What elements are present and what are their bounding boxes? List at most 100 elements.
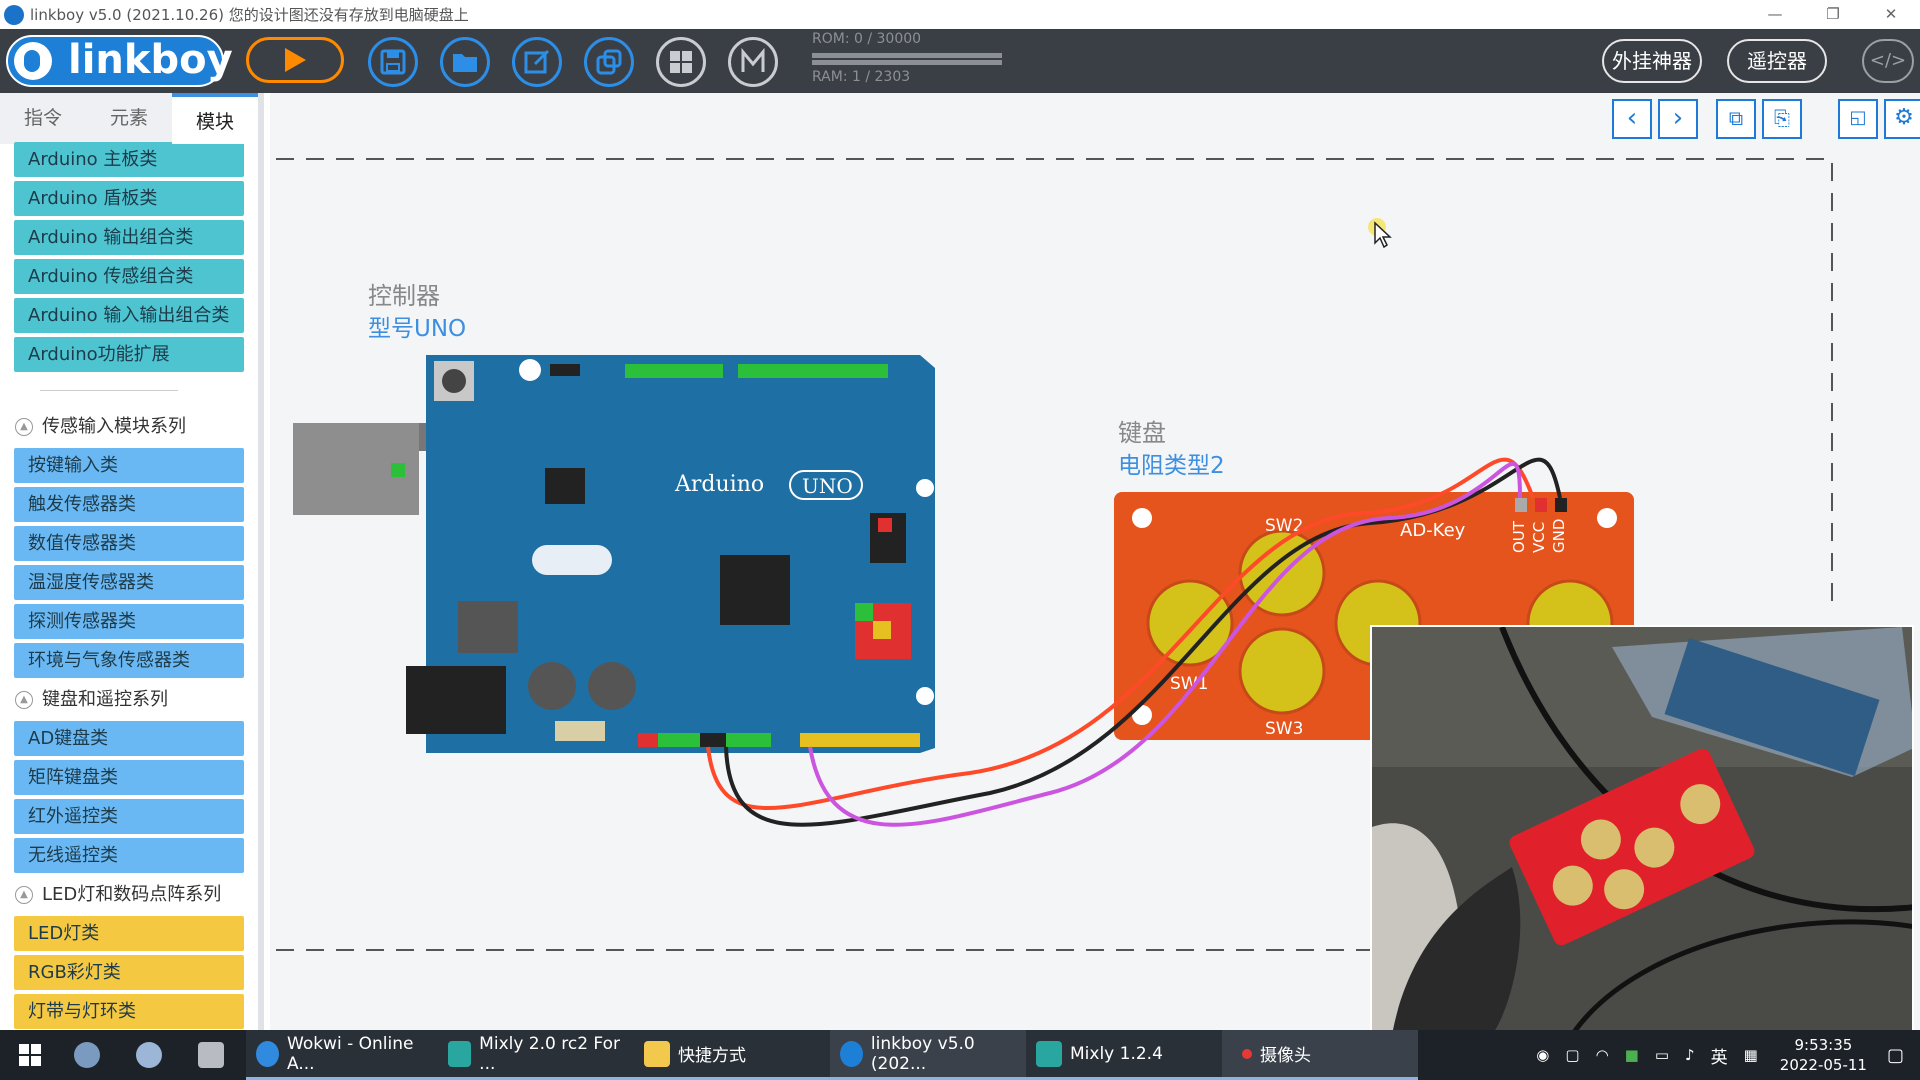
rom-usage: ROM: 0 / 30000 <box>812 31 922 47</box>
system-tray: ◉ ▢ ◠ ■ ▭ ♪ 英 ▦ 9:53:35 2022-05-11 ▢ <box>1528 1030 1920 1080</box>
ime-indicator[interactable]: 英 <box>1710 1047 1728 1068</box>
windows-icon <box>19 1044 41 1066</box>
group-led[interactable]: ▲LED灯和数码点阵系列 <box>0 877 258 912</box>
run-button[interactable] <box>246 37 344 83</box>
taskbar-item-camera[interactable]: 摄像头 <box>1222 1030 1418 1080</box>
prev-button[interactable]: ‹ <box>1612 99 1652 139</box>
taskbar-label: 摄像头 <box>1260 1046 1311 1066</box>
taskbar-item-mixly2[interactable]: Mixly 2.0 rc2 For ... <box>438 1030 634 1080</box>
pinned-app-1[interactable] <box>60 1030 122 1080</box>
export-button[interactable] <box>584 37 634 87</box>
clock[interactable]: 9:53:35 2022-05-11 <box>1780 1035 1867 1075</box>
taskbar-item-mixly1[interactable]: Mixly 1.2.4 <box>1026 1030 1222 1080</box>
arduino-uno-board[interactable]: Arduino UNO <box>293 355 935 753</box>
volume-icon[interactable]: ♪ <box>1685 1046 1695 1064</box>
battery-icon[interactable]: ▭ <box>1654 1046 1670 1064</box>
collapse-icon: ▲ <box>15 886 33 904</box>
export-image-button[interactable]: ⎘ <box>1762 99 1802 139</box>
controller-model: 型号UNO <box>368 316 467 342</box>
app-icon <box>136 1042 162 1068</box>
category-item[interactable]: AD键盘类 <box>14 721 244 756</box>
tab-instructions[interactable]: 指令 <box>23 107 62 129</box>
clock-date: 2022-05-11 <box>1779 1056 1867 1074</box>
module-sidebar: 指令 元素 模块 Arduino 主板类 Arduino 盾板类 Arduino… <box>0 93 264 1030</box>
category-item[interactable]: Arduino 主板类 <box>14 142 244 177</box>
group-keyboard[interactable]: ▲键盘和遥控系列 <box>0 682 258 717</box>
board-model: UNO <box>802 474 853 498</box>
code-view-button[interactable]: </> <box>1862 39 1914 83</box>
window-icon[interactable]: ▢ <box>1565 1046 1580 1064</box>
pinned-calculator[interactable] <box>184 1030 246 1080</box>
logo-text: linkboy <box>68 37 233 83</box>
start-button[interactable] <box>0 1030 60 1080</box>
save-button[interactable] <box>368 37 418 87</box>
wire-gnd[interactable] <box>724 457 1562 827</box>
remote-control-button[interactable]: 遥控器 <box>1727 39 1827 83</box>
canvas-tools: ⧉ ⎘ <box>1716 99 1802 139</box>
memory-usage: ROM: 0 / 30000 RAM: 1 / 2303 <box>812 31 1012 85</box>
ram-bar <box>812 60 1002 65</box>
category-item[interactable]: 按键输入类 <box>14 448 244 483</box>
folder-icon <box>453 54 477 72</box>
next-button[interactable]: › <box>1658 99 1698 139</box>
adkey-pin-out: OUT <box>1510 520 1528 553</box>
wifi-icon[interactable]: ◠ <box>1595 1046 1609 1064</box>
category-item[interactable]: 红外遥控类 <box>14 799 244 834</box>
taskbar-item-shortcuts[interactable]: 快捷方式 <box>634 1030 830 1080</box>
m-button[interactable] <box>728 37 778 87</box>
tab-modules[interactable]: 模块 <box>172 93 258 144</box>
collapse-icon: ▲ <box>15 691 33 709</box>
app-icon <box>74 1042 100 1068</box>
taskbar-item-wokwi[interactable]: Wokwi - Online A... <box>246 1030 438 1080</box>
category-item[interactable]: Arduino 输入输出组合类 <box>14 298 244 333</box>
calculator-icon <box>198 1042 224 1068</box>
category-item[interactable]: 触发传感器类 <box>14 487 244 522</box>
board-brand: Arduino <box>674 472 764 497</box>
category-item[interactable]: 灯带与灯环类 <box>14 994 244 1029</box>
category-item[interactable]: RGB彩灯类 <box>14 955 244 990</box>
ram-usage: RAM: 1 / 2303 <box>812 69 911 85</box>
key-label-sw3: SW3 <box>1265 719 1303 739</box>
pinned-app-2[interactable] <box>122 1030 184 1080</box>
settings-button[interactable]: ⚙ <box>1884 99 1920 139</box>
module-grid-button[interactable] <box>656 37 706 87</box>
mouse-cursor-icon <box>1368 218 1392 249</box>
grid-icon <box>670 51 692 73</box>
category-item[interactable]: 温湿度传感器类 <box>14 565 244 600</box>
category-item[interactable]: 无线遥控类 <box>14 838 244 873</box>
keyboard-label: 键盘 <box>1118 419 1166 447</box>
category-item[interactable]: Arduino 传感组合类 <box>14 259 244 294</box>
plugin-button[interactable]: 外挂神器 <box>1602 39 1702 83</box>
category-item[interactable]: LED灯类 <box>14 916 244 951</box>
open-button[interactable] <box>440 37 490 87</box>
category-item[interactable]: Arduino 盾板类 <box>14 181 244 216</box>
close-button[interactable]: ✕ <box>1884 5 1898 23</box>
taskbar-label: 快捷方式 <box>678 1046 746 1066</box>
category-item[interactable]: 数值传感器类 <box>14 526 244 561</box>
tab-elements[interactable]: 元素 <box>109 107 148 129</box>
category-item[interactable]: 探测传感器类 <box>14 604 244 639</box>
arduino-category-list: Arduino 主板类 Arduino 盾板类 Arduino 输出组合类 Ar… <box>0 142 258 372</box>
edit-button[interactable] <box>512 37 562 87</box>
controller-label: 控制器 <box>368 282 440 310</box>
category-item[interactable]: Arduino功能扩展 <box>14 337 244 372</box>
notification-icon[interactable]: ▢ <box>1886 1044 1904 1066</box>
layers-button[interactable]: ⧉ <box>1716 99 1756 139</box>
category-item[interactable]: 环境与气象传感器类 <box>14 643 244 678</box>
window-title: linkboy v5.0 (2021.10.26) 您的设计图还没有存放到电脑硬… <box>30 6 469 24</box>
taskbar-item-linkboy[interactable]: linkboy v5.0 (202... <box>830 1030 1026 1080</box>
group-sensor[interactable]: ▲传感输入模块系列 <box>0 409 258 444</box>
fit-view-button[interactable]: ◱ <box>1838 99 1878 139</box>
gpu-icon[interactable]: ■ <box>1624 1046 1639 1064</box>
wire-signal[interactable] <box>808 461 1522 827</box>
minimize-button[interactable]: — <box>1767 5 1783 23</box>
key-label-sw2: SW2 <box>1265 516 1303 536</box>
taskbar-label: linkboy v5.0 (202... <box>870 1033 975 1074</box>
keyboard-icon[interactable]: ▦ <box>1743 1046 1758 1064</box>
category-item[interactable]: Arduino 输出组合类 <box>14 220 244 255</box>
category-item[interactable]: 矩阵键盘类 <box>14 760 244 795</box>
canvas-nav: ‹ › <box>1612 99 1698 139</box>
network-icon[interactable]: ◉ <box>1536 1046 1550 1064</box>
restore-button[interactable]: ❐ <box>1826 5 1840 23</box>
wire-vcc[interactable] <box>706 457 1535 811</box>
